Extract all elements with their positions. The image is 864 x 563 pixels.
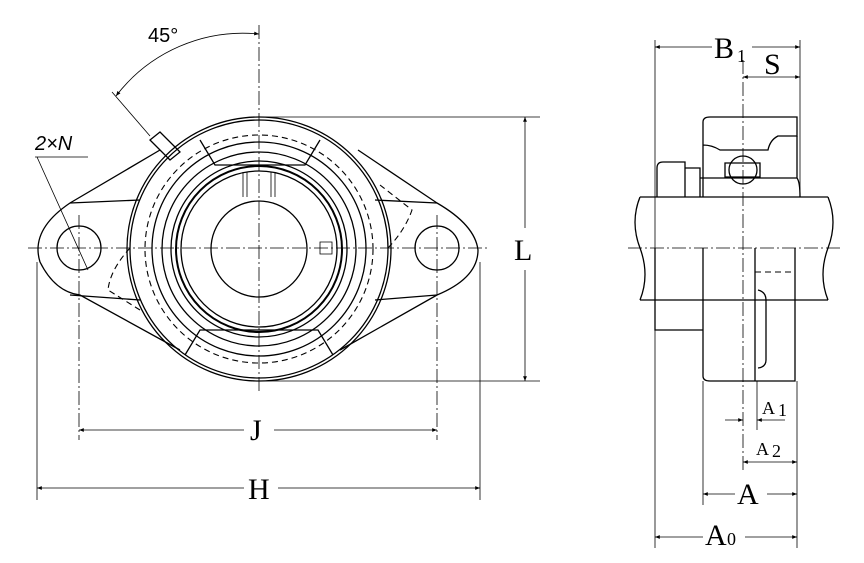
dim-L: L bbox=[514, 234, 532, 267]
angle-label: 45° bbox=[148, 25, 178, 47]
svg-text:0: 0 bbox=[727, 529, 736, 549]
flange-outline bbox=[37, 149, 479, 351]
svg-text:2: 2 bbox=[772, 441, 781, 461]
dim-H: H bbox=[248, 473, 270, 506]
dim-A0: A 0 bbox=[705, 519, 736, 552]
dim-B1: B 1 bbox=[714, 32, 746, 66]
dim-J: J bbox=[250, 414, 262, 447]
dim-S: S bbox=[764, 48, 781, 81]
dim-A1: A 1 bbox=[762, 398, 787, 420]
grease-fitting bbox=[149, 131, 181, 161]
inner-ring bbox=[175, 165, 343, 333]
dim-A2: A 2 bbox=[756, 439, 781, 461]
shaft bbox=[634, 196, 834, 301]
locking-collar bbox=[656, 161, 701, 197]
front-view: 45° 2×N L J H bbox=[28, 25, 540, 506]
svg-text:A: A bbox=[762, 398, 775, 418]
holes-label: 2×N bbox=[34, 133, 73, 155]
bore bbox=[210, 200, 308, 298]
svg-text:1: 1 bbox=[737, 46, 746, 66]
svg-text:A: A bbox=[705, 519, 727, 552]
svg-text:B: B bbox=[714, 32, 734, 65]
housing-outer bbox=[126, 116, 392, 382]
side-view: B 1 S A 1 A 2 A A 0 bbox=[628, 32, 840, 552]
dim-A: A bbox=[737, 478, 759, 511]
svg-text:1: 1 bbox=[778, 400, 787, 420]
svg-text:A: A bbox=[756, 439, 769, 459]
